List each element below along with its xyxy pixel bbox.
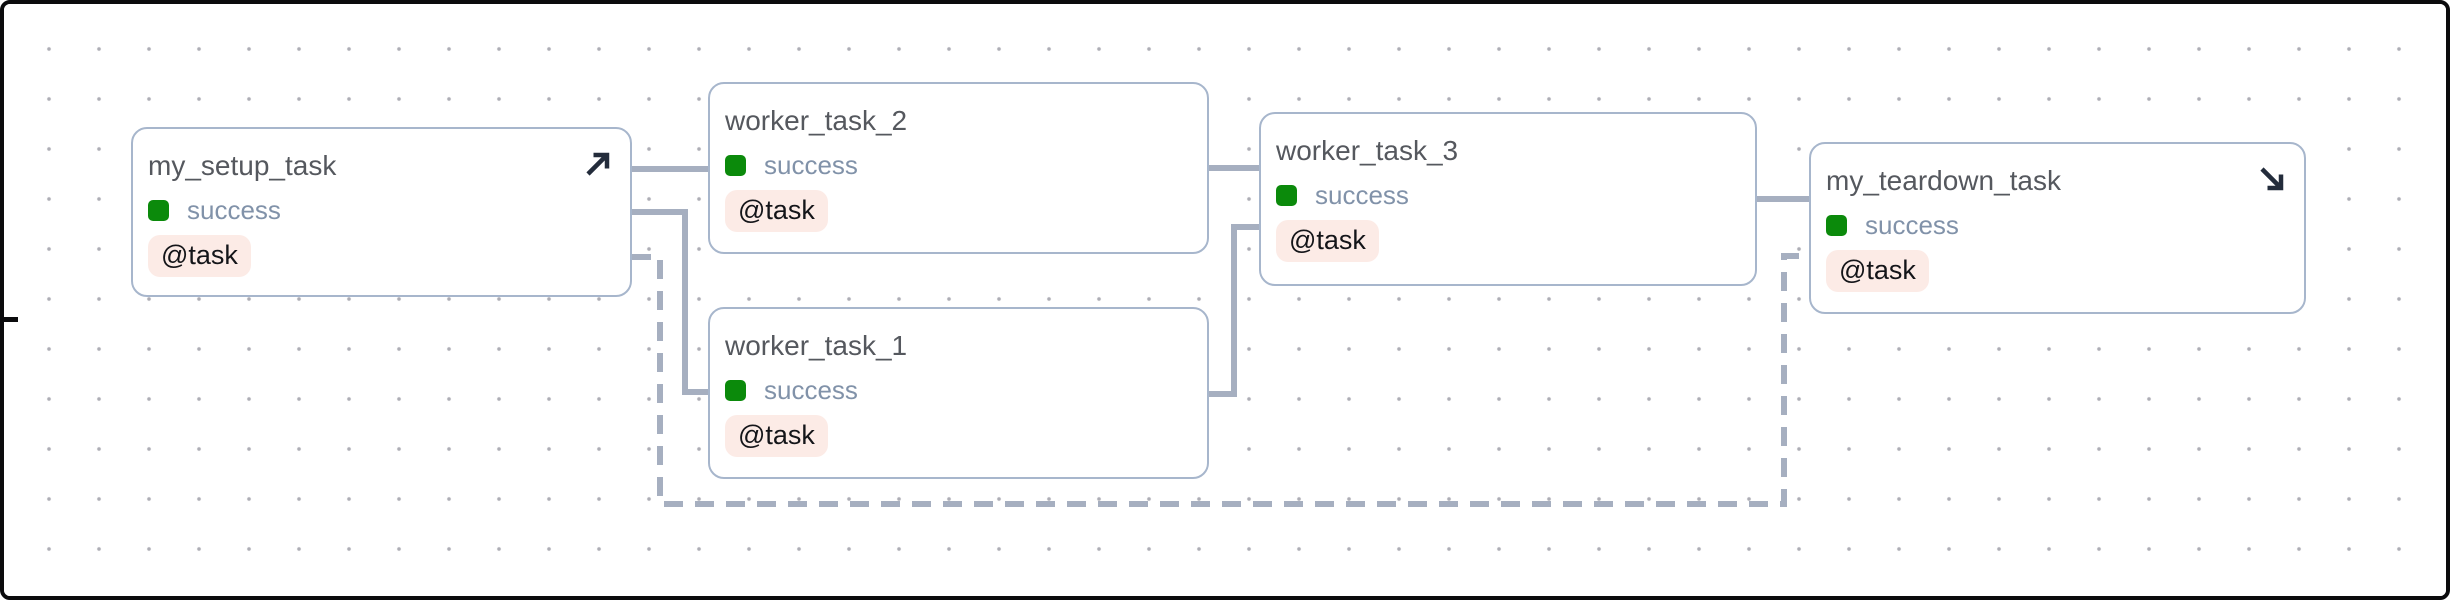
- status-label: success: [764, 150, 858, 180]
- success-status-square: [1276, 185, 1297, 206]
- node-header: my_setup_task: [148, 149, 615, 183]
- task-decorator-badge: @task: [725, 190, 828, 232]
- status-row: success: [1826, 212, 2289, 239]
- status-label: success: [1865, 210, 1959, 240]
- task-decorator-badge: @task: [148, 235, 251, 277]
- node-header: my_teardown_task: [1826, 164, 2289, 198]
- status-row: success: [725, 377, 1192, 404]
- task-decorator-badge: @task: [725, 415, 828, 457]
- badge-row: @task: [1276, 220, 1740, 262]
- task-name: worker_task_3: [1276, 135, 1459, 166]
- edge-worker_task_1-worker_task_3: [1209, 224, 1259, 397]
- task-node-my_teardown_task[interactable]: my_teardown_task success @task: [1809, 142, 2306, 314]
- dag-canvas[interactable]: my_setup_task success @task worker_task_…: [4, 4, 2446, 596]
- success-status-square: [725, 380, 746, 401]
- badge-row: @task: [1826, 250, 2289, 292]
- success-status-square: [1826, 215, 1847, 236]
- task-node-my_setup_task[interactable]: my_setup_task success @task: [131, 127, 632, 297]
- node-header: worker_task_2: [725, 104, 1192, 138]
- status-label: success: [764, 375, 858, 405]
- task-name: my_teardown_task: [1826, 165, 2062, 196]
- task-decorator-badge: @task: [1826, 250, 1929, 292]
- task-name: my_setup_task: [148, 150, 337, 181]
- status-row: success: [148, 197, 615, 224]
- node-header: worker_task_3: [1276, 134, 1740, 168]
- arrow-up-right-icon: [581, 147, 615, 181]
- task-node-worker_task_2[interactable]: worker_task_2 success @task: [708, 82, 1209, 254]
- edge-my_setup_task-my_teardown_task: [632, 253, 1809, 507]
- task-node-worker_task_3[interactable]: worker_task_3 success @task: [1259, 112, 1757, 286]
- badge-row: @task: [725, 415, 1192, 457]
- status-label: success: [187, 195, 281, 225]
- edge-layer: [632, 165, 1809, 507]
- status-label: success: [1315, 180, 1409, 210]
- task-decorator-badge: @task: [1276, 220, 1379, 262]
- task-name: worker_task_2: [725, 105, 908, 136]
- status-row: success: [1276, 182, 1740, 209]
- node-header: worker_task_1: [725, 329, 1192, 363]
- edge-my_setup_task-worker_task_1: [632, 209, 708, 395]
- arrow-down-right-icon: [2255, 162, 2289, 196]
- panel-resize-handle[interactable]: [4, 317, 18, 322]
- badge-row: @task: [725, 190, 1192, 232]
- task-node-worker_task_1[interactable]: worker_task_1 success @task: [708, 307, 1209, 479]
- success-status-square: [148, 200, 169, 221]
- success-status-square: [725, 155, 746, 176]
- status-row: success: [725, 152, 1192, 179]
- task-name: worker_task_1: [725, 330, 908, 361]
- badge-row: @task: [148, 235, 615, 277]
